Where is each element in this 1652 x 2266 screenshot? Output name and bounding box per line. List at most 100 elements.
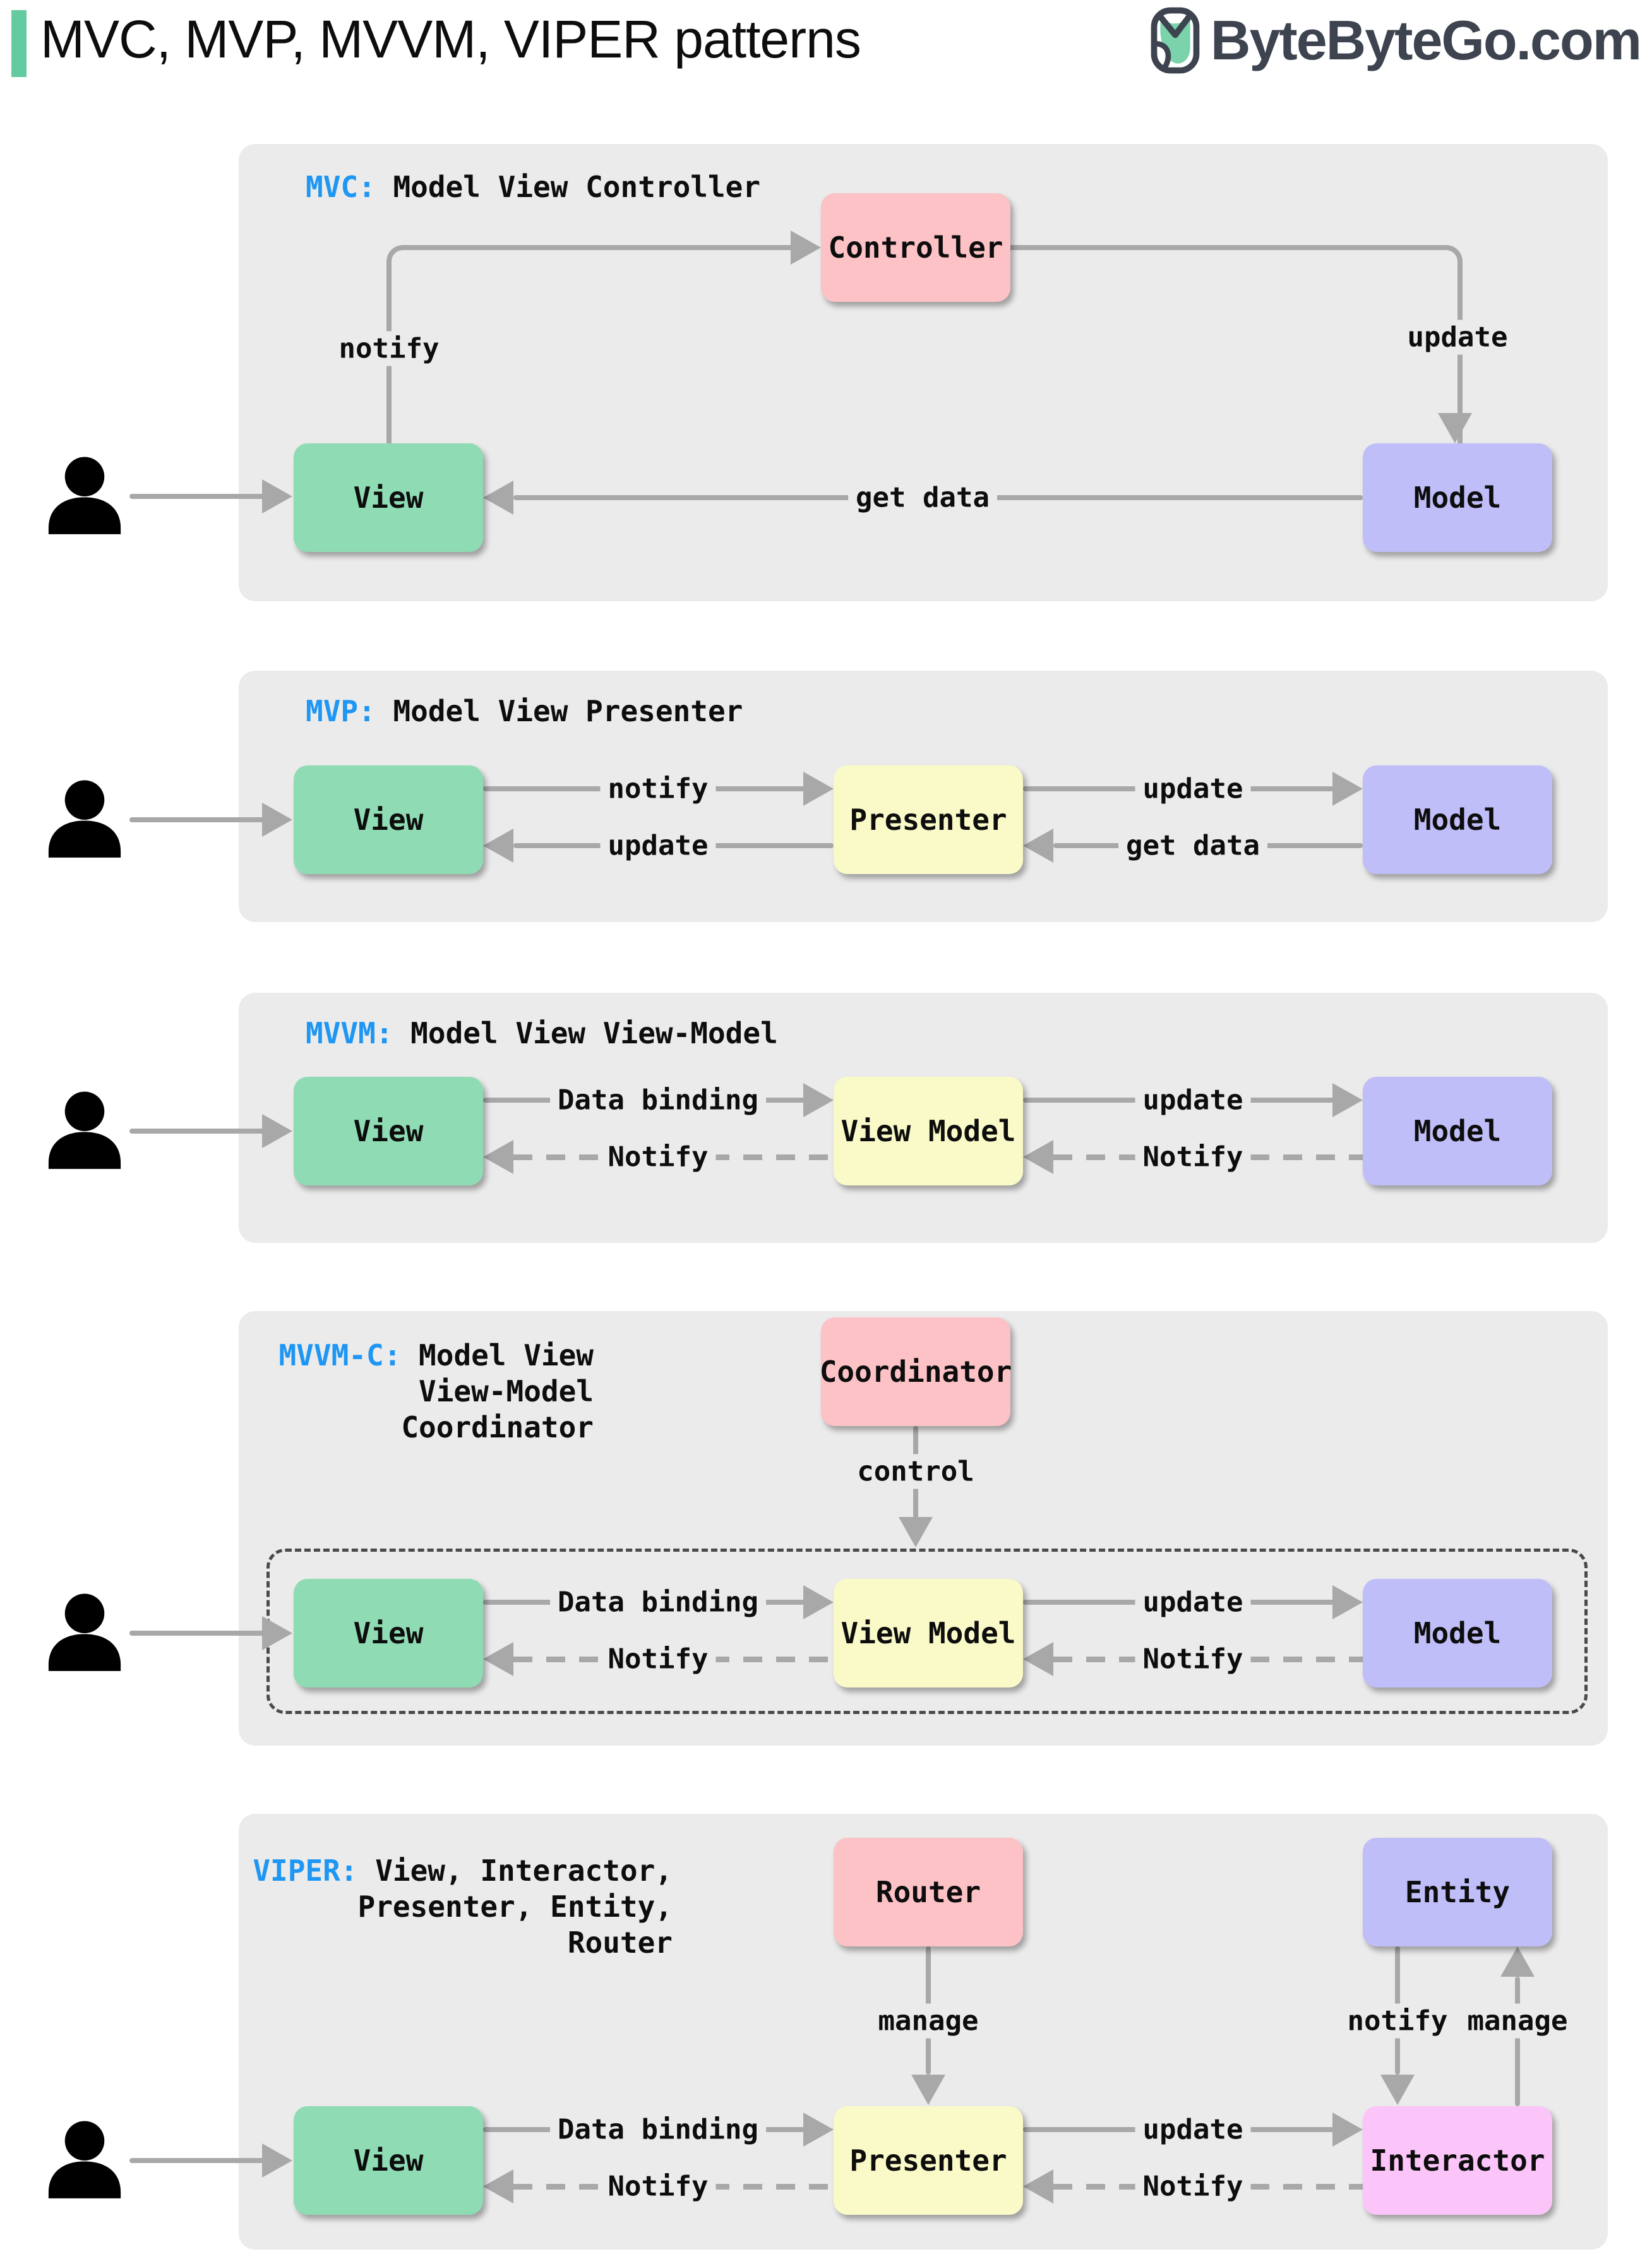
mvp-name: Model View Presenter: [375, 694, 743, 728]
mvvm-databinding-label: Data binding: [550, 1082, 766, 1118]
mvp-view-box: View: [294, 765, 483, 874]
page-title: MVC, MVP, MVVM, VIPER patterns: [40, 9, 861, 69]
viper-databinding-label: Data binding: [550, 2112, 766, 2147]
mvvm-update-label: update: [1135, 1082, 1251, 1118]
viper-notify-presenter-arrowhead: [1023, 2169, 1053, 2203]
mvvm-view-box: View: [294, 1077, 483, 1185]
user-to-view-arrowhead: [262, 803, 292, 837]
user-icon: [42, 2118, 128, 2203]
mvc-controller-box: Controller: [821, 193, 1010, 302]
user-icon: [42, 1088, 128, 1174]
viper-notify-view-arrowhead: [483, 2169, 513, 2203]
mvvmc-coordinator-box: Coordinator: [820, 1317, 1012, 1426]
bytebytego-logo-icon: [1151, 7, 1200, 74]
mvc-update-elbow-line: [1010, 245, 1463, 448]
viper-name-line1: View, Interactor,: [357, 1854, 673, 1888]
user-to-view-line: [129, 817, 265, 822]
mvvmc-notify-view-label: Notify: [600, 1641, 716, 1677]
mvvmc-name-line3: Coordinator: [401, 1410, 594, 1444]
mvp-getdata-arrowhead: [1023, 829, 1053, 863]
mvvmc-abbr: MVVM-C:: [278, 1338, 402, 1372]
mvvmc-notify-vm-arrowhead: [1023, 1642, 1053, 1676]
mvvm-notify-vm-arrowhead: [1023, 1140, 1053, 1174]
mvc-update-arrowhead: [1438, 413, 1472, 443]
viper-manage-router-arrowhead: [911, 2075, 945, 2105]
user-icon: [42, 777, 128, 863]
mvvmc-update-arrowhead: [1332, 1585, 1363, 1619]
mvp-abbr: MVP:: [306, 694, 376, 728]
viper-manage-entity-line: [1515, 1977, 1520, 2106]
user-icon: [42, 453, 128, 539]
mvvmc-name-line2: View-Model: [419, 1374, 594, 1408]
viper-notify-presenter-label: Notify: [1135, 2169, 1251, 2204]
mvvmc-notify-view-arrowhead: [483, 1642, 513, 1676]
user-to-view-arrowhead: [262, 479, 292, 513]
mvp-model-box: Model: [1363, 765, 1552, 874]
user-to-view-arrowhead: [262, 1616, 292, 1650]
viper-update-label: update: [1135, 2112, 1251, 2147]
viper-manage-router-label: manage: [870, 2003, 986, 2039]
viper-notify-entity-arrowhead: [1380, 2075, 1415, 2105]
user-to-view-line: [129, 1631, 265, 1636]
mvvm-viewmodel-box: View Model: [834, 1077, 1023, 1185]
viper-manage-entity-label: manage: [1459, 2003, 1576, 2039]
viper-entity-box: Entity: [1363, 1838, 1552, 1946]
mvp-getdata-label: get data: [1118, 828, 1267, 863]
mvvmc-model-box: Model: [1363, 1579, 1552, 1688]
viper-notify-entity-label: notify: [1339, 2003, 1456, 2039]
mvvm-name: Model View View-Model: [393, 1016, 778, 1050]
mvc-model-box: Model: [1363, 443, 1552, 552]
user-to-view-line: [129, 2158, 265, 2163]
viper-notify-view-label: Notify: [600, 2169, 716, 2204]
viper-update-arrowhead: [1332, 2113, 1363, 2147]
title-accent-bar: [11, 10, 27, 77]
mvvmc-databinding-label: Data binding: [550, 1585, 766, 1620]
viper-databinding-arrowhead: [803, 2113, 834, 2147]
mvc-notify-label: notify: [331, 331, 447, 366]
mvc-view-box: View: [294, 443, 483, 552]
viper-manage-entity-arrowhead: [1500, 1946, 1535, 1977]
user-to-view-line: [129, 494, 265, 499]
panel-mvc-title: MVC: Model View Controller: [306, 169, 760, 205]
mvp-notify-arrowhead: [803, 772, 834, 806]
mvvm-update-arrowhead: [1332, 1083, 1363, 1117]
mvvmc-name-line1: Model View: [401, 1338, 594, 1372]
mvp-notify-label: notify: [600, 771, 716, 806]
mvvm-notify-vm-label: Notify: [1135, 1139, 1251, 1175]
mvvmc-databinding-arrowhead: [803, 1585, 834, 1619]
viper-interactor-box: Interactor: [1363, 2106, 1552, 2215]
brand-logo: ByteByteGo.com: [1150, 6, 1642, 75]
viper-name-line2: Presenter, Entity,: [357, 1890, 673, 1924]
user-to-view-arrowhead: [262, 1114, 292, 1148]
mvc-abbr: MVC:: [306, 170, 376, 204]
mvvmc-control-label: control: [849, 1454, 982, 1489]
mvvmc-view-box: View: [294, 1579, 483, 1688]
panel-mvp-title: MVP: Model View Presenter: [306, 693, 743, 729]
viper-name-line3: Router: [567, 1926, 673, 1960]
mvp-update-view-arrowhead: [483, 829, 513, 863]
mvc-notify-arrowhead: [791, 231, 821, 265]
mvvm-databinding-arrowhead: [803, 1083, 834, 1117]
mvvmc-viewmodel-box: View Model: [834, 1579, 1023, 1688]
user-to-view-arrowhead: [262, 2143, 292, 2178]
user-icon: [42, 1590, 128, 1676]
mvvm-notify-view-label: Notify: [600, 1139, 716, 1175]
mvp-update-model-label: update: [1135, 771, 1251, 806]
mvvm-notify-view-arrowhead: [483, 1140, 513, 1174]
mvc-getdata-arrowhead: [483, 481, 513, 515]
viper-abbr: VIPER:: [253, 1854, 358, 1888]
mvp-presenter-box: Presenter: [834, 765, 1023, 874]
panel-mvvm-title: MVVM: Model View View-Model: [306, 1016, 778, 1052]
user-to-view-line: [129, 1129, 265, 1134]
mvc-getdata-label: get data: [848, 480, 997, 515]
mvp-update-view-label: update: [600, 828, 716, 863]
mvvm-abbr: MVVM:: [306, 1016, 393, 1050]
mvc-update-label: update: [1399, 320, 1516, 355]
brand-text: ByteByteGo.com: [1210, 9, 1642, 71]
viper-router-box: Router: [834, 1838, 1023, 1946]
panel-viper-title: VIPER: View, Interactor,Presenter, Entit…: [253, 1853, 673, 1961]
mvvmc-control-arrowhead: [899, 1517, 933, 1547]
mvvmc-notify-vm-label: Notify: [1135, 1641, 1251, 1677]
mvvmc-update-label: update: [1135, 1585, 1251, 1620]
